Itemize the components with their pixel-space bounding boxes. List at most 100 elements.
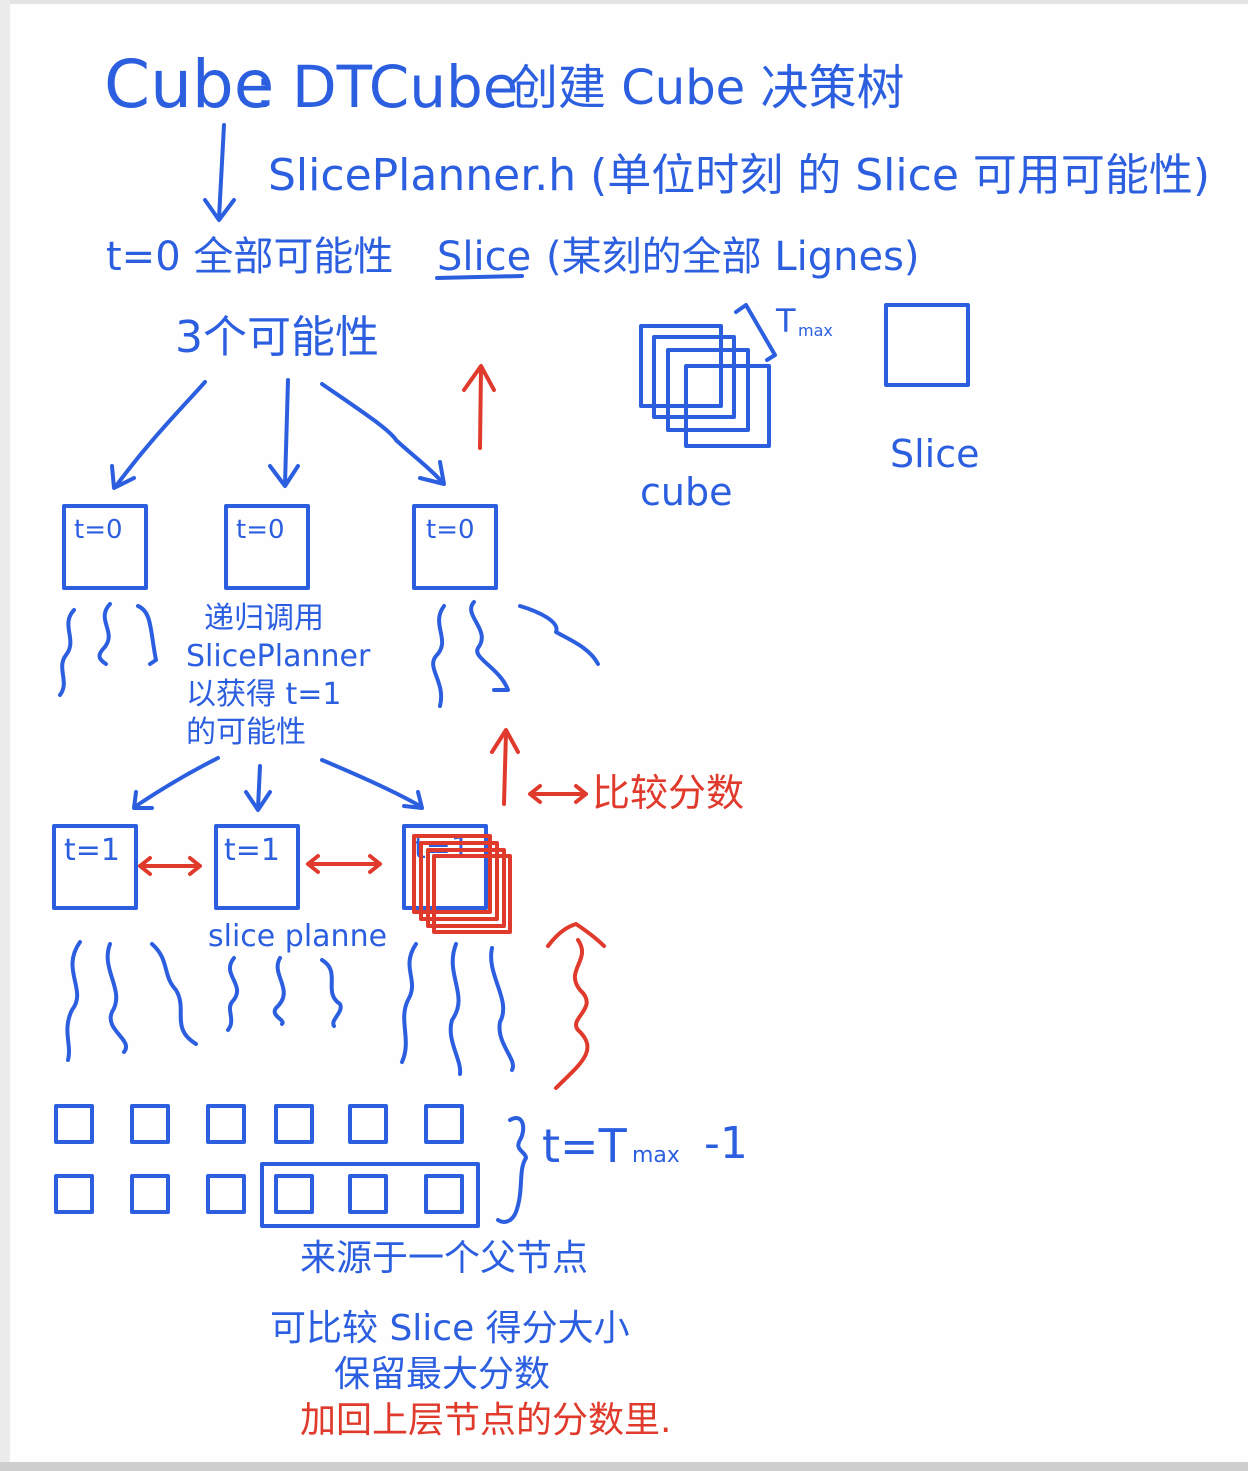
leaf-square xyxy=(130,1174,170,1214)
arrowhead-t0-left xyxy=(110,464,136,490)
red-cube-layer-4 xyxy=(432,854,512,934)
squiggle-t1-1 xyxy=(65,940,82,1062)
squiggle-t1-4 xyxy=(226,956,240,1032)
arrowhead-t1-mid xyxy=(244,790,272,812)
slice-planner-small: slice planne xyxy=(208,919,387,954)
leaf-square xyxy=(424,1174,464,1214)
leaf-square xyxy=(206,1174,246,1214)
squiggle-t1-8 xyxy=(448,942,463,1076)
leaf-square xyxy=(54,1104,94,1144)
squiggle-t0-2 xyxy=(97,602,112,666)
red-cube-layer-1 xyxy=(412,834,492,914)
same-parent-label: 来源于一个父节点 xyxy=(300,1238,588,1279)
legend-cube-label: cube xyxy=(640,470,732,514)
title-down-arrow xyxy=(217,123,226,220)
title-down-arrowhead xyxy=(203,198,236,222)
red-up-arrow-mid xyxy=(502,730,508,806)
t0-box-mid xyxy=(224,504,310,590)
t1-box-mid-label: t=1 xyxy=(224,833,280,868)
title-rest: 创建 Cube 决策树 xyxy=(510,60,904,116)
red-up-arrowhead-top xyxy=(462,364,496,392)
arrowhead-t1-right xyxy=(402,790,424,810)
arrow-to-t0-mid xyxy=(283,378,290,486)
squiggle-t1-2 xyxy=(105,942,128,1054)
red-up-arrow-top xyxy=(478,366,483,450)
tmax-brace xyxy=(496,1116,528,1224)
t1-compare-arrow-2 xyxy=(306,854,382,874)
t1-box-left-label: t=1 xyxy=(64,833,120,868)
arrowhead-t0-mid xyxy=(268,464,300,488)
note-compare: 可比较 Slice 得分大小 xyxy=(270,1308,630,1349)
t0-line-prefix: t=0 全部可能性 xyxy=(106,234,393,280)
arrowhead-t1-left xyxy=(132,790,154,810)
same-parent-group-box xyxy=(260,1162,480,1228)
t0-line-suffix: (某刻的全部 Lignes) xyxy=(546,234,920,280)
arrow-to-t1-mid xyxy=(256,764,262,810)
title-cube: Cube xyxy=(104,46,274,123)
squiggle-t0-1 xyxy=(58,608,76,697)
red-cube-layer-3 xyxy=(426,848,506,928)
cube-layer-2 xyxy=(652,335,736,419)
slice-legend-square xyxy=(884,303,970,387)
t0-line-slice: Slice xyxy=(437,234,531,280)
compare-double-arrow xyxy=(528,784,588,804)
squiggle-t0-6 xyxy=(518,604,600,666)
leaf-square xyxy=(54,1174,94,1214)
t0-box-right xyxy=(412,504,498,590)
red-caret xyxy=(546,922,606,948)
t1-box-right xyxy=(402,824,488,910)
arrowhead-t0-right xyxy=(418,460,446,486)
three-possibilities: 3个可能性 xyxy=(175,312,379,363)
arrow-to-t0-right xyxy=(320,382,444,484)
arrow-to-t0-left xyxy=(114,380,207,488)
legend-tmax: T xyxy=(775,302,796,340)
t1-compare-arrow-1 xyxy=(138,856,202,876)
slice-planner-line: SlicePlanner.h (单位时刻 的 Slice 可用可能性) xyxy=(268,150,1210,201)
arrow-to-t1-left xyxy=(134,756,220,808)
compare-scores-label: 比较分数 xyxy=(592,771,744,815)
red-cube-layer-2 xyxy=(419,841,499,921)
leaf-square xyxy=(424,1104,464,1144)
leaf-square xyxy=(348,1104,388,1144)
t0-box-right-label: t=0 xyxy=(426,515,475,545)
t0-box-left-label: t=0 xyxy=(74,515,123,545)
squiggle-t0-4 xyxy=(431,604,446,708)
squiggle-t1-7 xyxy=(400,942,418,1064)
leaf-square xyxy=(274,1174,314,1214)
squiggle-t0-5 xyxy=(469,600,510,692)
title-dtcube: DTCube xyxy=(292,53,518,121)
arrow-to-t1-right xyxy=(320,758,422,808)
red-up-arrowhead-mid xyxy=(490,728,520,754)
squiggle-t1-5 xyxy=(272,956,286,1026)
frame-top-edge xyxy=(0,0,1248,4)
note-keep-max: 保留最大分数 xyxy=(334,1354,550,1395)
tmax-bracket xyxy=(734,303,777,362)
t1-box-mid xyxy=(214,824,300,910)
t-last-tail: -1 xyxy=(704,1118,748,1169)
recursion-note-4: 的可能性 xyxy=(186,715,306,750)
recursion-note-1: 递归调用 xyxy=(204,601,324,636)
slice-underline xyxy=(435,274,524,280)
t1-box-left xyxy=(52,824,138,910)
frame-bottom-edge xyxy=(0,1462,1248,1471)
recursion-note-2: SlicePlanner xyxy=(186,639,371,674)
legend-tmax-sub: max xyxy=(798,321,833,340)
red-squiggle-brace xyxy=(554,938,590,1090)
recursion-note-3: 以获得 t=1 xyxy=(186,677,342,712)
squiggle-t1-3 xyxy=(150,942,198,1046)
note-add-back: 加回上层节点的分数里. xyxy=(300,1400,671,1441)
leaf-square xyxy=(130,1104,170,1144)
squiggle-t1-9 xyxy=(489,946,516,1072)
cube-layer-4 xyxy=(684,364,771,448)
leaf-square xyxy=(348,1174,388,1214)
squiggle-t0-3 xyxy=(136,604,158,666)
title-colon: : xyxy=(255,57,273,120)
t-last-label: t=T xyxy=(542,1119,628,1173)
t-last-sub: max xyxy=(632,1143,680,1168)
cube-layer-3 xyxy=(666,348,750,432)
squiggle-t1-6 xyxy=(320,958,343,1028)
leaf-square xyxy=(206,1104,246,1144)
leaf-square xyxy=(274,1104,314,1144)
